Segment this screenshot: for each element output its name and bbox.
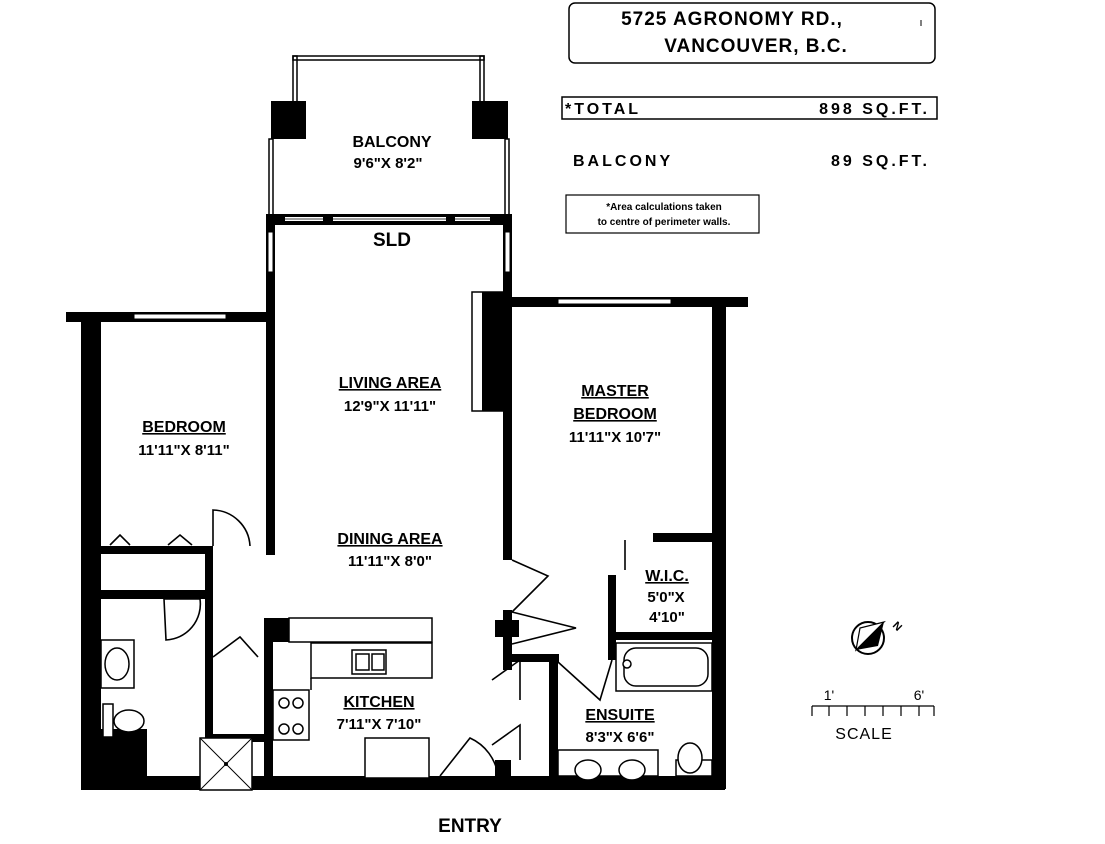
balcony-area-value: 89 SQ.FT.: [831, 153, 930, 170]
total-value: 898 SQ.FT.: [819, 101, 930, 118]
address-box: 5725 AGRONOMY RD., VANCOUVER, B.C.: [568, 2, 936, 64]
note-line-1: *Area calculations taken: [606, 202, 722, 213]
balcony-name: BALCONY: [352, 134, 431, 151]
total-label: *TOTAL: [565, 101, 641, 118]
sld-label: SLD: [373, 230, 411, 251]
bedroom-name: BEDROOM: [142, 419, 226, 436]
kitchen-dim: 7'11"X 7'10": [337, 716, 422, 733]
kitchen-fixtures: [272, 617, 499, 779]
master-walls: [491, 297, 748, 790]
dining-name: DINING AREA: [337, 531, 443, 548]
balcony-structure: [268, 55, 510, 219]
wic-name: W.I.C.: [645, 568, 689, 585]
balcony-dim: 9'6"X 8'2": [354, 155, 423, 172]
scale-bar: 1' 6' SCALE: [811, 687, 935, 743]
dining-dim: 11'11"X 8'0": [348, 553, 432, 570]
address-line-1: 5725 AGRONOMY RD.,: [621, 9, 843, 30]
note-line-2: to centre of perimeter walls.: [598, 217, 731, 228]
sliding-door-wall: [266, 214, 512, 225]
scale-label: SCALE: [835, 726, 892, 743]
master-name-1: MASTER: [581, 383, 649, 400]
entry-label: ENTRY: [438, 816, 502, 837]
bedroom-walls: [66, 312, 511, 791]
ensuite-name: ENSUITE: [585, 707, 655, 724]
area-summary: *TOTAL 898 SQ.FT. BALCONY 89 SQ.FT. *Are…: [561, 96, 938, 234]
wic-dim-2: 4'10": [649, 609, 685, 626]
north-arrow: N: [851, 620, 904, 655]
living-dim: 12'9"X 11'11": [344, 398, 436, 415]
living-name: LIVING AREA: [339, 375, 442, 392]
master-name-2: BEDROOM: [573, 406, 657, 423]
north-label: N: [890, 620, 904, 634]
scale-min: 1': [824, 687, 834, 703]
kitchen-name: KITCHEN: [343, 694, 414, 711]
ensuite-dim: 8'3"X 6'6": [586, 729, 655, 746]
master-dim: 11'11"X 10'7": [569, 429, 661, 446]
room-labels: BALCONY 9'6"X 8'2" SLD LIVING AREA 12'9"…: [138, 134, 689, 837]
address-line-2: VANCOUVER, B.C.: [664, 36, 848, 57]
balcony-area-label: BALCONY: [573, 153, 673, 170]
wic-dim-1: 5'0"X: [647, 589, 684, 606]
living-walls: [266, 225, 512, 560]
bedroom-dim: 11'11"X 8'11": [138, 442, 229, 459]
scale-max: 6': [914, 687, 924, 703]
